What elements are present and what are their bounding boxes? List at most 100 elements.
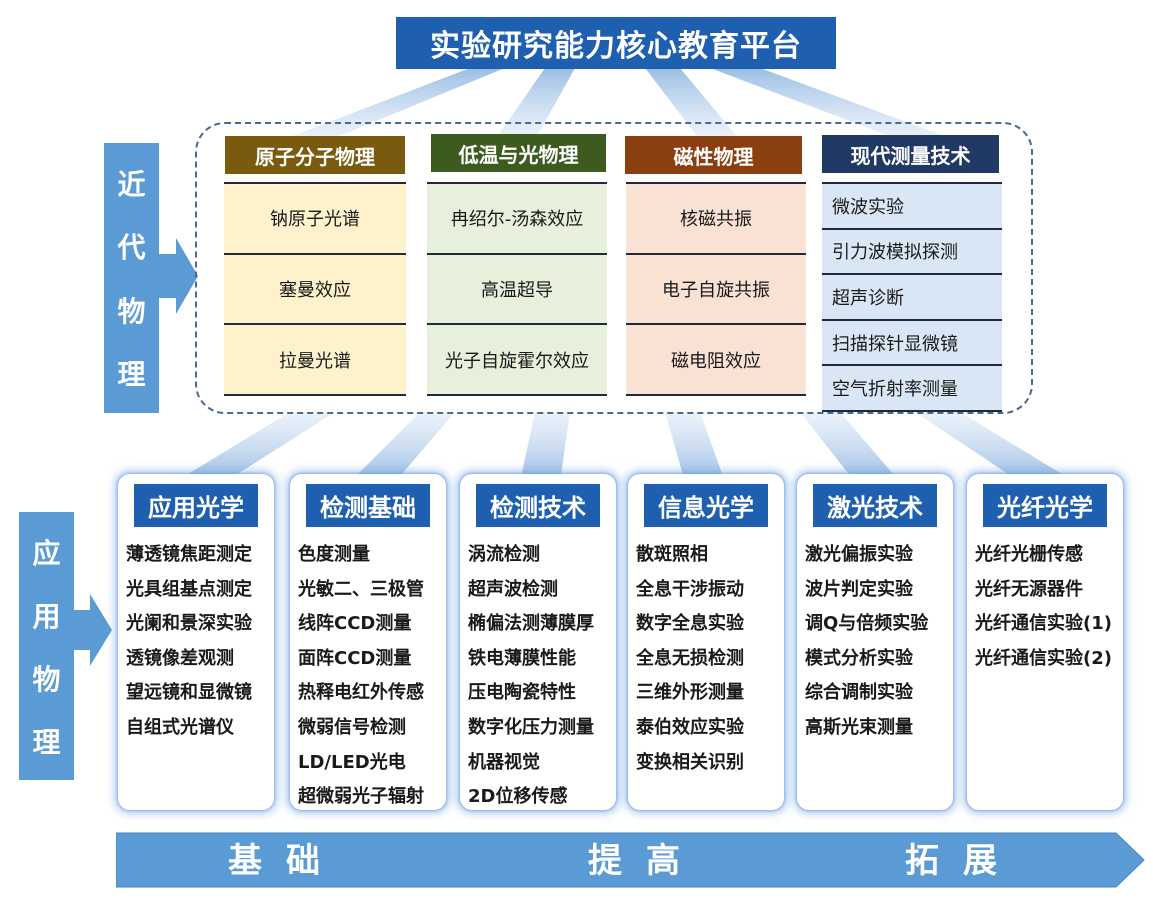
applied-item: 散斑照相 [636,544,708,565]
applied-label-char: 用 [32,599,61,633]
applied-item: 面阵CCD测量 [298,647,412,669]
applied-item: 透镜像差观测 [126,647,234,669]
modern-physics-panel [195,122,1033,414]
applied-item: 光纤无源器件 [975,578,1083,600]
applied-card: 信息光学 散斑照相 全息干涉振动 数字全息实验 全息无损检测 三维外形测量 泰伯… [628,474,784,810]
modern-cell: 塞曼效应 [224,252,406,324]
ray-panel-to-card-4 [665,412,725,482]
applied-card-title: 检测技术 [476,484,600,527]
modern-col-header: 低温与光物理 [431,134,606,172]
applied-card: 应用光学 薄透镜焦距测定 光具组基点测定 光阑和景深实验 透镜像差观测 望远镜和… [118,474,274,810]
modern-cell: 空气折射率测量 [822,364,1002,412]
modern-cell: 钠原子光谱 [224,182,406,253]
applied-item: 调Q与倍频实验 [805,613,929,635]
applied-item: 高斯光束测量 [805,716,913,738]
modern-cell: 微波实验 [822,182,1002,228]
applied-card-title: 检测基础 [306,484,430,527]
applied-item: 超微弱光子辐射 [298,786,424,808]
applied-card: 激光技术 激光偏振实验 波片判定实验 调Q与倍频实验 模式分析实验 综合调制实验… [797,474,953,810]
applied-item: 2D位移传感 [468,786,568,808]
modern-label-char: 物 [117,294,146,328]
applied-card-title: 光纤光学 [983,484,1107,527]
applied-card-title: 激光技术 [813,484,937,527]
modern-label-char: 理 [117,358,146,392]
ray-panel-to-card-5 [800,412,900,482]
modern-label-char: 代 [117,231,146,265]
applied-card-title: 应用光学 [134,484,258,527]
modern-arrow-icon [158,238,198,314]
modern-cell: 电子自旋共振 [626,252,806,324]
applied-item: 全息无损检测 [636,647,744,669]
applied-item: 泰伯效应实验 [636,716,744,738]
applied-item-list: 散斑照相 全息干涉振动 数字全息实验 全息无损检测 三维外形测量 泰伯效应实验 … [636,538,782,780]
ray-panel-to-card-3 [520,412,570,482]
applied-item: 自组式光谱仪 [126,716,234,738]
modern-cell: 超声诊断 [822,273,1002,319]
modern-col-header-text: 原子分子物理 [255,144,375,169]
progression-label-advanced: 提高 [588,841,704,881]
applied-item: 压电陶瓷特性 [468,682,576,704]
modern-col-header: 现代测量技术 [822,135,999,173]
applied-card: 光纤光学 光纤光栅传感 光纤无源器件 光纤通信实验(1) 光纤通信实验(2) [967,474,1123,810]
applied-item: 椭偏法测薄膜厚 [468,613,594,635]
applied-item: 望远镜和显微镜 [126,682,252,704]
applied-item: 光敏二、三极管 [298,578,424,600]
applied-item: 微弱信号检测 [298,716,406,738]
applied-item: 色度测量 [298,544,370,565]
applied-item: 光纤光栅传感 [975,544,1083,565]
applied-label-char: 理 [32,725,61,759]
applied-arrow-icon [74,594,112,666]
modern-label-char: 近 [117,167,146,201]
applied-item: LD/LED光电 [298,751,406,773]
progression-arrow [116,832,1145,888]
modern-cell: 磁电阻效应 [626,323,806,397]
applied-card: 检测技术 涡流检测 超声波检测 椭偏法测薄膜厚 铁电薄膜性能 压电陶瓷特性 数字… [460,474,616,810]
modern-col-cells: 冉绍尔-汤森效应 高温超导 光子自旋霍尔效应 [427,182,607,397]
ray-panel-to-card-1 [175,412,335,482]
ray-panel-to-card-2 [350,412,455,482]
modern-col-cells: 钠原子光谱 塞曼效应 拉曼光谱 [224,182,406,397]
applied-item: 薄透镜焦距测定 [126,544,252,565]
modern-cell: 拉曼光谱 [224,323,406,397]
modern-cell: 光子自旋霍尔效应 [427,323,607,397]
applied-item: 波片判定实验 [805,578,913,600]
ray-panel-to-card-6 [915,412,1075,482]
applied-item: 涡流检测 [468,544,540,565]
applied-item: 数字化压力测量 [468,716,594,738]
applied-item: 机器视觉 [468,751,540,773]
applied-item-list: 涡流检测 超声波检测 椭偏法测薄膜厚 铁电薄膜性能 压电陶瓷特性 数字化压力测量… [468,538,614,815]
applied-item: 变换相关识别 [636,751,744,773]
modern-cell: 引力波模拟探测 [822,227,1002,274]
applied-physics-label: 应 用 物 理 [19,512,74,780]
modern-col-header-text: 低温与光物理 [458,142,579,167]
platform-title: 实验研究能力核心教育平台 [396,17,836,69]
applied-item: 光阑和景深实验 [126,613,252,635]
modern-col-header: 原子分子物理 [225,136,405,174]
applied-item: 光具组基点测定 [126,578,252,600]
applied-item: 超声波检测 [468,578,558,600]
applied-item: 数字全息实验 [636,613,744,635]
applied-item-list: 色度测量 光敏二、三极管 线阵CCD测量 面阵CCD测量 热释电红外传感 微弱信… [298,538,444,815]
modern-cell: 高温超导 [427,252,607,324]
modern-col-cells: 微波实验 引力波模拟探测 超声诊断 扫描探针显微镜 空气折射率测量 [822,182,1002,412]
modern-cell: 冉绍尔-汤森效应 [427,182,607,253]
applied-item: 综合调制实验 [805,682,913,704]
applied-item: 激光偏振实验 [805,544,913,565]
applied-label-char: 物 [32,662,61,696]
applied-item: 三维外形测量 [636,682,744,704]
applied-item: 热释电红外传感 [298,682,424,704]
applied-item: 光纤通信实验(1) [975,613,1112,635]
applied-label-char: 应 [32,536,61,570]
modern-cell: 扫描探针显微镜 [822,318,1002,365]
applied-item-list: 光纤光栅传感 光纤无源器件 光纤通信实验(1) 光纤通信实验(2) [975,538,1121,676]
modern-col-header: 磁性物理 [625,136,802,174]
applied-item-list: 薄透镜焦距测定 光具组基点测定 光阑和景深实验 透镜像差观测 望远镜和显微镜 自… [126,538,272,746]
modern-cell: 核磁共振 [626,182,806,253]
applied-item: 模式分析实验 [805,647,913,669]
modern-physics-label: 近 代 物 理 [104,143,159,413]
modern-col-cells: 核磁共振 电子自旋共振 磁电阻效应 [626,182,806,397]
applied-card: 检测基础 色度测量 光敏二、三极管 线阵CCD测量 面阵CCD测量 热释电红外传… [290,474,446,810]
applied-item-list: 激光偏振实验 波片判定实验 调Q与倍频实验 模式分析实验 综合调制实验 高斯光束… [805,538,951,746]
progression-label-extended: 拓展 [905,841,1021,881]
modern-col-header-text: 现代测量技术 [850,143,971,168]
